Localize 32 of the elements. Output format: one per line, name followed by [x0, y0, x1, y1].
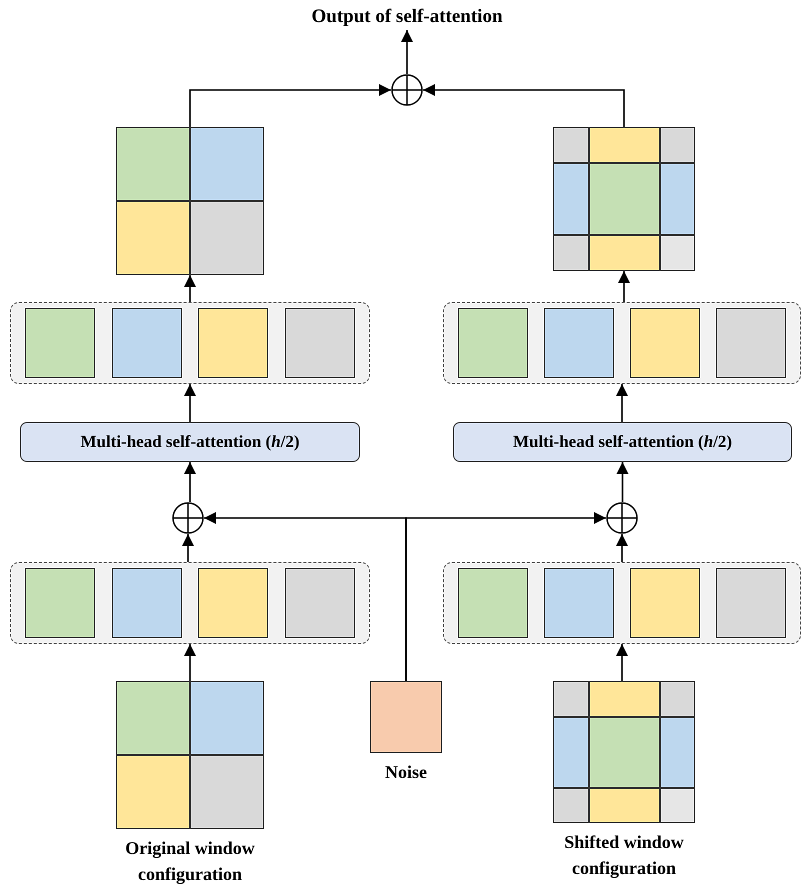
node-label: Noise — [384, 761, 428, 784]
window-grid — [116, 681, 264, 829]
window-grid — [553, 681, 695, 823]
arrow — [189, 84, 391, 127]
token-sequence-band — [443, 562, 801, 644]
arrow — [616, 384, 628, 422]
arrow — [616, 462, 628, 502]
node-label: Shifted window configuration — [563, 831, 685, 880]
arrow — [405, 512, 606, 681]
arrow — [184, 644, 196, 681]
sum-circle — [391, 74, 423, 106]
arrow — [182, 534, 194, 562]
token-sequence-band — [10, 562, 370, 644]
token-sequence-band — [10, 302, 370, 384]
arrow — [616, 644, 628, 681]
arrow — [184, 384, 196, 422]
sum-circle — [606, 502, 638, 534]
window-grid — [553, 127, 695, 271]
output-label: Output of self-attention — [257, 4, 557, 30]
arrow — [184, 462, 196, 502]
attention-block: Multi-head self-attention (h/2) — [453, 422, 792, 462]
arrow — [184, 275, 196, 302]
noise-box — [370, 681, 442, 753]
arrow — [423, 84, 625, 127]
arrow — [616, 534, 628, 562]
sum-circle — [172, 502, 204, 534]
arrow — [618, 271, 630, 302]
arrow — [401, 30, 413, 74]
window-grid — [116, 127, 264, 275]
token-sequence-band — [443, 302, 801, 384]
node-label: Original window configuration — [124, 837, 256, 886]
attention-block: Multi-head self-attention (h/2) — [20, 422, 360, 462]
